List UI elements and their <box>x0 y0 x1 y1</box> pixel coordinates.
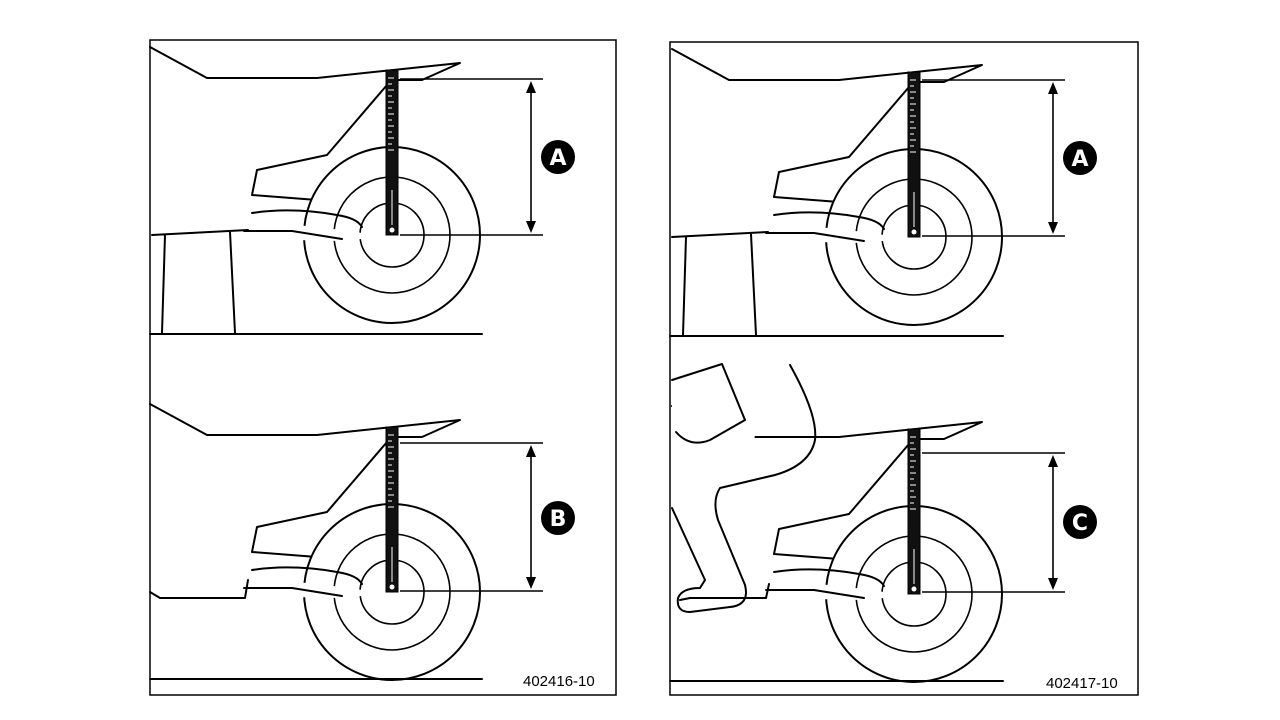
rider <box>671 363 817 613</box>
label-badge <box>1063 505 1097 539</box>
panel-with-rider: C <box>669 363 1097 683</box>
figure-code: 402417-10 <box>1046 675 1118 692</box>
measurement-label-a: A <box>549 146 566 171</box>
measurement-label-c: C <box>1072 511 1088 536</box>
label-badge <box>541 140 575 174</box>
panel-unloaded-on-stand: A <box>149 46 575 335</box>
figure-402416: A B 402416-10 <box>149 39 617 696</box>
label-badge <box>1063 141 1097 175</box>
panel-own-weight: B <box>149 403 575 681</box>
panel-unloaded-on-stand: A <box>669 48 1097 337</box>
figure-402417: A C 402417-10 <box>669 41 1139 696</box>
label-badge <box>541 501 575 535</box>
measurement-label-a: A <box>1071 147 1088 172</box>
measurement-label-b: B <box>550 507 567 532</box>
figure-code: 402416-10 <box>523 673 595 690</box>
